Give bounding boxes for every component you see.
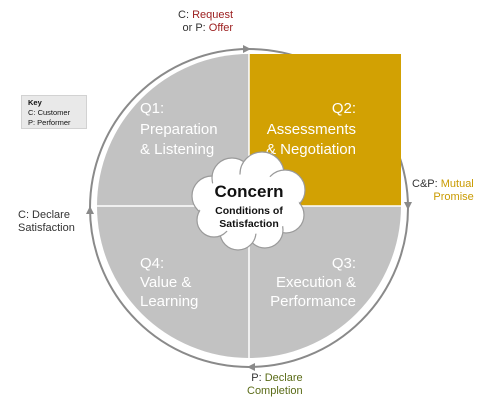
quadrant-q2 — [249, 54, 401, 206]
right-mutual: Mutual — [440, 178, 474, 190]
key-performer: P: Performer — [28, 118, 71, 127]
q4-line1: Value & — [140, 274, 191, 291]
center-line1: Conditions of — [215, 205, 283, 217]
key-customer: C: Customer — [28, 108, 71, 117]
quadrant-q3 — [249, 206, 401, 358]
top-prefix-2: or P: — [182, 22, 209, 34]
arrow-completion-to-satisfaction — [86, 206, 250, 368]
q1-line2: & Listening — [140, 141, 214, 158]
q2-title: Q2: — [332, 100, 356, 117]
right-prefix: C&P: — [412, 178, 441, 190]
bottom-declare: Declare — [264, 372, 303, 384]
q2-line1: Assessments — [267, 121, 356, 138]
arrow-satisfaction-to-request — [89, 45, 251, 209]
bottom-prefix: P: — [251, 372, 265, 384]
arrow-promise-to-completion — [247, 207, 409, 371]
top-request: Request — [192, 9, 234, 21]
label-request-offer: C: Request or P: Offer — [178, 9, 233, 35]
label-mutual-promise: C&P: Mutual Promise — [412, 178, 474, 204]
bottom-completion: Completion — [247, 385, 303, 397]
legend-key: Key C: Customer P: Performer — [21, 95, 87, 129]
q1-title: Q1: — [140, 100, 164, 117]
left-line1: C: Declare — [18, 209, 70, 221]
left-line2: Satisfaction — [18, 222, 75, 234]
quadrant-q4 — [97, 206, 249, 358]
right-promise: Promise — [433, 191, 474, 203]
key-title: Key — [28, 98, 42, 107]
q2-line2: & Negotiation — [266, 141, 356, 158]
q3-line1: Execution & — [276, 274, 356, 291]
q1-line1: Preparation — [140, 121, 218, 138]
concern-cloud — [191, 151, 306, 251]
q4-line2: Learning — [140, 293, 198, 310]
q3-title: Q3: — [332, 255, 356, 272]
q3-line2: Performance — [270, 293, 356, 310]
top-prefix-1: C: — [178, 9, 193, 21]
top-offer: Offer — [208, 22, 234, 34]
quadrant-q1 — [97, 54, 249, 206]
label-declare-completion: P: Declare Completion — [247, 372, 303, 398]
label-declare-satisfaction: C: Declare Satisfaction — [18, 209, 75, 235]
center-title: Concern — [215, 182, 284, 201]
q4-title: Q4: — [140, 255, 164, 272]
center-line2: Satisfaction — [219, 218, 279, 230]
